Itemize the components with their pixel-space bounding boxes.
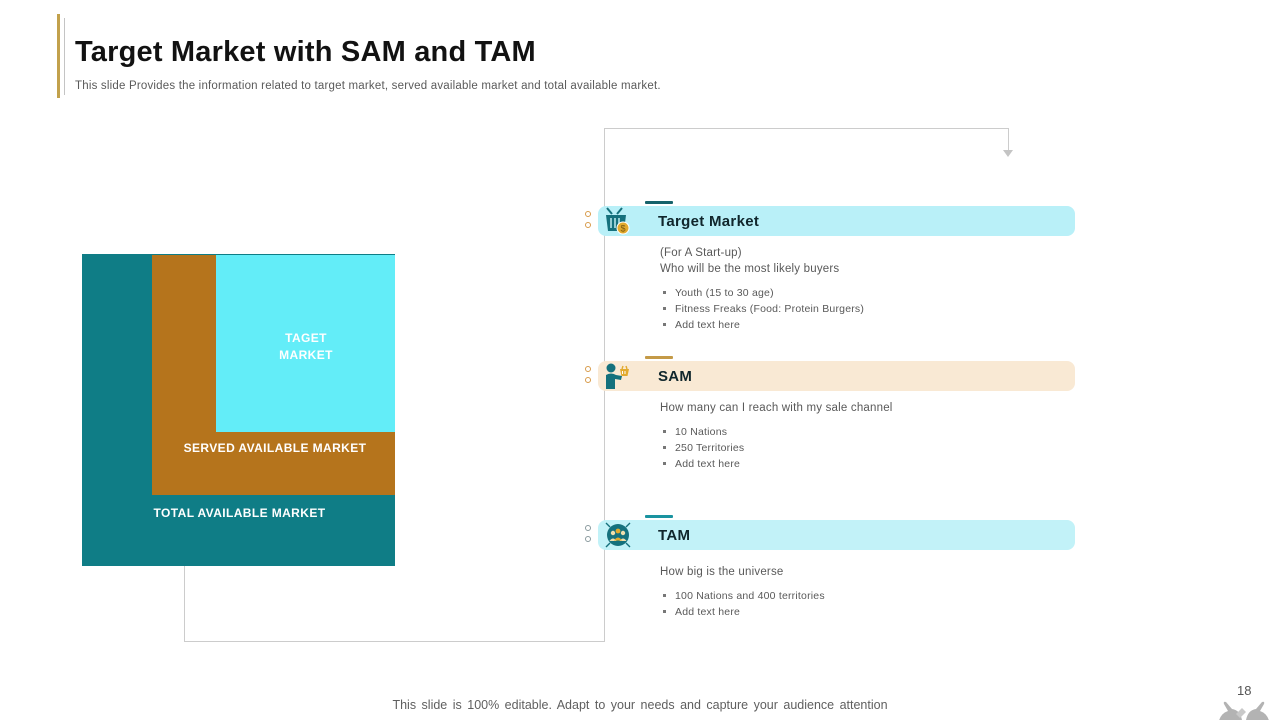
list-item: Add text here (660, 456, 893, 472)
section-content: (For A Start-up) Who will be the most li… (660, 245, 864, 333)
section-content: How big is the universe 100 Nations and … (660, 564, 825, 620)
section-dash (645, 201, 673, 204)
target-market-square: TAGET MARKET (216, 255, 395, 432)
list-item: Add text here (660, 604, 825, 620)
connector-arrow-stem (1008, 128, 1009, 152)
target-market-square-label: TAGET MARKET (279, 331, 333, 362)
list-item: Fitness Freaks (Food: Protein Burgers) (660, 301, 864, 317)
bullet-text: Youth (15 to 30 age) (675, 287, 774, 299)
svg-text:$: $ (620, 224, 625, 234)
section-header-bar (598, 206, 1075, 236)
bullet-square-icon (663, 594, 666, 597)
intro-line: How many can I reach with my sale channe… (660, 402, 893, 414)
bullet-list: 10 Nations 250 Territories Add text here (660, 424, 893, 472)
bullet-text: 100 Nations and 400 territories (675, 590, 825, 602)
section-header-bar (598, 361, 1075, 391)
bullet-square-icon (663, 291, 666, 294)
bullet-square-icon (663, 446, 666, 449)
bullet-square-icon (663, 430, 666, 433)
marker-ring-icon (585, 377, 591, 383)
intro-line: Who will be the most likely buyers (660, 263, 840, 275)
list-item: 100 Nations and 400 territories (660, 588, 825, 604)
tam-square-label: TOTAL AVAILABLE MARKET (153, 506, 326, 520)
section-title: TAM (658, 526, 691, 544)
marker-ring-icon (585, 536, 591, 542)
bullet-text: 250 Territories (675, 442, 745, 454)
connector-left-drop-line (184, 566, 185, 641)
hands-logo-icon (1219, 701, 1269, 720)
list-item: 10 Nations (660, 424, 893, 440)
page-title: Target Market with SAM and TAM (75, 36, 536, 68)
people-group-globe-icon (605, 522, 631, 548)
footer-note: This slide is 100% editable. Adapt to yo… (392, 698, 888, 712)
bullet-square-icon (663, 462, 666, 465)
person-with-basket-icon (606, 363, 629, 389)
shopping-basket-icon: $ (606, 207, 630, 235)
section-content: How many can I reach with my sale channe… (660, 400, 893, 472)
section-dash (645, 356, 673, 359)
sam-square-label: SERVED AVAILABLE MARKET (183, 441, 367, 455)
bullet-text: 10 Nations (675, 426, 728, 438)
intro-line: (For A Start-up) (660, 247, 742, 259)
title-accent-bar (57, 14, 60, 98)
bullet-square-icon (663, 323, 666, 326)
page-subtitle: This slide Provides the information rela… (75, 80, 661, 92)
list-item: 250 Territories (660, 440, 893, 456)
bullet-text: Add text here (675, 319, 741, 331)
list-item: Add text here (660, 317, 864, 333)
bullet-square-icon (663, 307, 666, 310)
marker-ring-icon (585, 525, 591, 531)
section-header-bar (598, 520, 1075, 550)
section-dash (645, 515, 673, 518)
bullet-list: 100 Nations and 400 territories Add text… (660, 588, 825, 620)
intro-line: How big is the universe (660, 566, 784, 578)
bullet-text: Add text here (675, 458, 741, 470)
section-title: SAM (658, 367, 693, 385)
connector-top-line (604, 128, 1008, 129)
list-item: Youth (15 to 30 age) (660, 285, 864, 301)
bullet-list: Youth (15 to 30 age) Fitness Freaks (Foo… (660, 285, 864, 333)
title-accent-line (64, 18, 65, 95)
section-title: Target Market (658, 212, 760, 230)
marker-ring-icon (585, 211, 591, 217)
connector-arrowhead-icon (1003, 150, 1013, 157)
marker-ring-icon (585, 366, 591, 372)
bullet-text: Fitness Freaks (Food: Protein Burgers) (675, 303, 865, 315)
page-number: 18 (1237, 683, 1252, 698)
bullet-text: Add text here (675, 606, 741, 618)
marker-ring-icon (585, 222, 591, 228)
bullet-square-icon (663, 610, 666, 613)
connector-bottom-line (184, 641, 605, 642)
